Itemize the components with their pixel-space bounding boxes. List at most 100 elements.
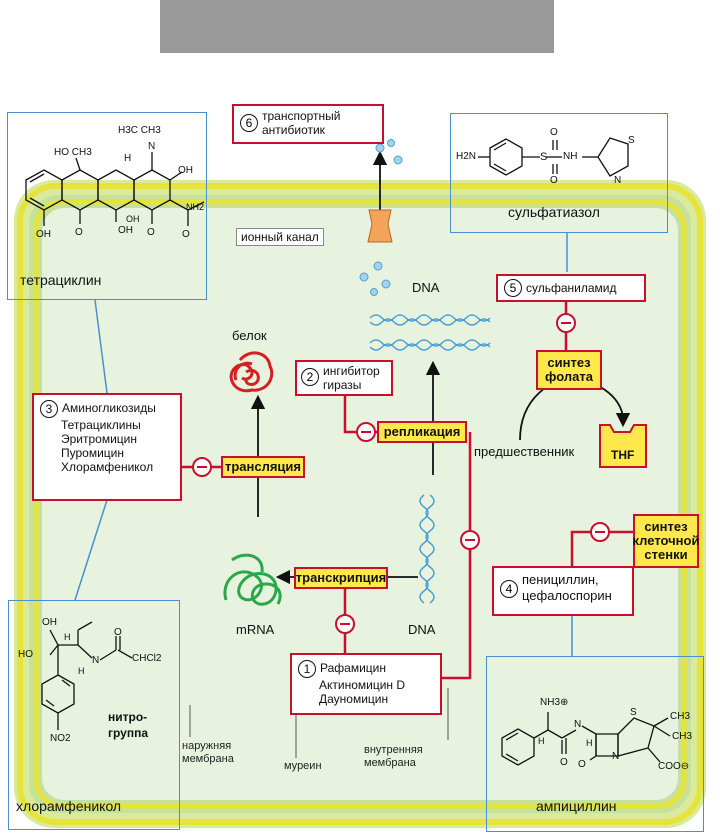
ampi-atom-ch3a: CH3 xyxy=(670,711,691,722)
line-group1-replication xyxy=(442,432,472,680)
ampi-atom-ch3b: CH3 xyxy=(672,731,693,742)
number-6: 6 xyxy=(240,114,258,132)
sulfathiazole-callout xyxy=(450,113,668,233)
chloram-atom-chcl2: CHCl2 xyxy=(132,653,162,664)
particle xyxy=(387,139,395,147)
sulfathiazole-structure xyxy=(478,137,629,177)
thf-label: THF xyxy=(611,448,635,462)
dna-bottom-label: DNA xyxy=(408,622,436,637)
transport-antibiotic-box: 6 транспортный антибиотик xyxy=(232,104,384,144)
mrna-squiggle xyxy=(223,553,282,606)
tetra-atom-h: H xyxy=(124,153,132,164)
tetracycline-structure xyxy=(25,152,205,226)
cellwall-line3: стенки xyxy=(644,547,688,563)
folate-synthesis-box: синтез фолата xyxy=(536,350,602,390)
sulfa-atom-o2: O xyxy=(550,175,558,186)
inhibit-circles xyxy=(192,313,610,634)
tetra-atom-o3: O xyxy=(182,229,190,240)
ampi-atom-coo: COO⊖ xyxy=(658,761,690,772)
number-4: 4 xyxy=(500,580,518,598)
particle xyxy=(381,279,391,289)
chloram-atom-no2: NO2 xyxy=(50,733,71,744)
cellwall-line2: клеточной xyxy=(632,532,700,548)
transcription-box: транскрипция xyxy=(294,567,388,589)
sulfa-atom-s2: S xyxy=(628,135,635,146)
gyrase-inhibitor-box: 2 ингибитор гиразы xyxy=(295,360,393,396)
chloram-atom-h2: H xyxy=(78,666,85,676)
tetra-atom-nh2: NH2 xyxy=(186,202,205,212)
line-cellwall-group4 xyxy=(570,530,633,566)
ampi-atom-o2: O xyxy=(578,759,586,770)
ampicillin-callout xyxy=(486,656,704,832)
inner-membrane-label: внутренняя мембрана xyxy=(364,744,423,770)
outer-membrane-yellow xyxy=(17,183,703,825)
chloram-atom-h1: H xyxy=(64,632,71,642)
chloram-nitro-2: группа xyxy=(108,726,149,740)
inner-membrane-yellow xyxy=(33,199,687,809)
replication-box: репликация xyxy=(377,421,467,443)
tetra-atom-ho-ch3: HO CH3 xyxy=(54,147,92,158)
tetra-atom-oh2: OH xyxy=(36,229,51,240)
mrna-label: mRNA xyxy=(236,622,275,637)
number-1: 1 xyxy=(298,660,316,678)
group1-item-2: Актиномицин D xyxy=(319,678,406,692)
particle xyxy=(373,261,383,271)
tetra-atom-h3c-ch3: H3C CH3 xyxy=(118,125,161,136)
cellwall-line1: синтез xyxy=(644,518,688,534)
outer-membrane-line2: мембрана xyxy=(182,753,234,765)
ampi-atom-s: S xyxy=(630,707,637,718)
tetracycline-callout xyxy=(7,112,207,300)
particle xyxy=(370,288,378,296)
outer-membrane-label: наружняя мембрана xyxy=(182,740,234,766)
tetra-atom-o2: O xyxy=(147,227,155,238)
group3-item-2: Тетрациклины xyxy=(61,418,141,432)
chloramphenicol-structure xyxy=(41,621,133,730)
sulfa-atom-n: N xyxy=(614,175,622,186)
ampi-atom-n2: N xyxy=(612,751,620,762)
particle xyxy=(375,143,385,153)
cell-wall-synthesis-box: синтез клеточной стенки xyxy=(633,514,699,568)
group4-line2: цефалоспорин xyxy=(522,588,612,603)
tetra-atom-oh3: OH xyxy=(118,225,133,236)
ampi-atom-n1: N xyxy=(574,719,582,730)
callout-chloram xyxy=(74,499,108,601)
number-2: 2 xyxy=(301,368,319,386)
chloram-nitro-1: нитро- xyxy=(108,710,148,724)
particle xyxy=(359,272,369,282)
transport-line2: антибиотик xyxy=(262,123,325,137)
thf-vessel xyxy=(599,424,647,468)
gyrase-line1: ингибитор xyxy=(323,364,380,378)
protein-label: белок xyxy=(232,328,267,343)
particle xyxy=(393,155,403,165)
folate-line1: синтез xyxy=(547,354,591,370)
group3-item-4: Пуромицин xyxy=(61,446,124,460)
tetracycline-name: тетрациклин xyxy=(20,272,102,288)
ion-channel-protein xyxy=(367,209,393,243)
tetra-atom-oh1: OH xyxy=(178,165,193,176)
callout-lines xyxy=(74,233,573,656)
ampicillin-structure xyxy=(501,712,671,766)
chloram-atom-o: O xyxy=(114,627,122,638)
chloram-atom-oh: OH xyxy=(42,617,57,628)
ion-channel-label: ионный канал xyxy=(236,228,324,246)
group3-item-5: Хлорамфеникол xyxy=(61,460,154,474)
cytoplasm xyxy=(42,208,678,800)
transport-particles xyxy=(359,139,403,296)
transport-line1: транспортный xyxy=(262,109,341,123)
inner-membrane-line1: внутренняя xyxy=(364,744,423,756)
ampi-atom-h2: H xyxy=(586,738,593,748)
dna-helix-bottom xyxy=(419,494,435,604)
group3-item-1: Аминогликозиды xyxy=(62,401,156,416)
header-bar xyxy=(160,0,554,53)
tetra-atom-n: N xyxy=(148,141,156,152)
sulfathiazole-name: сульфатиазол xyxy=(508,204,600,220)
chloramphenicol-name: хлорамфеникол xyxy=(16,798,122,814)
group3-item-3: Эритромицин xyxy=(61,432,138,446)
sulfonamide-label: сульфаниламид xyxy=(526,281,617,296)
tetra-atom-oh4: OH xyxy=(126,214,140,224)
dna-helix-top xyxy=(369,314,491,351)
precursor-label: предшественник xyxy=(474,444,575,459)
murein-label: муреин xyxy=(284,760,322,772)
